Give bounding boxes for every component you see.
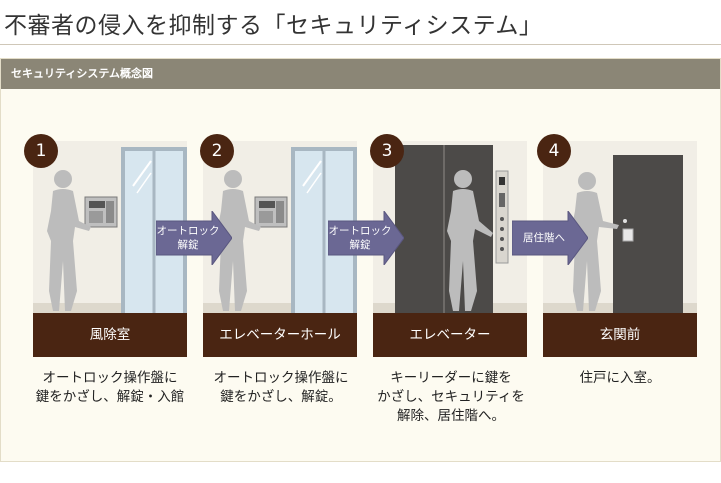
step-3-number-badge: 3	[370, 134, 404, 168]
arrow-1-line-2: 解錠	[177, 239, 199, 251]
step-1-number-badge: 1	[24, 134, 58, 168]
right-arrow-icon	[512, 211, 588, 265]
vestibule-illustration	[33, 141, 187, 313]
step-4-label: 玄関前	[543, 313, 697, 357]
arrow-1-line-1: オートロック	[156, 225, 220, 237]
page-title: 不審者の侵入を抑制する「セキュリティシステム」	[4, 13, 543, 39]
step-4-number-badge: 4	[537, 134, 571, 168]
step-4: 玄関前	[543, 141, 697, 357]
step-2-number-badge: 2	[200, 134, 234, 168]
step-4-scene	[543, 141, 697, 313]
title-divider	[0, 44, 721, 45]
arrow-2-to-3: オートロック 解錠	[328, 211, 404, 265]
step-2-description: オートロック操作盤に 鍵をかざし、解錠。	[213, 370, 349, 405]
step-3-scene	[373, 141, 527, 313]
front-door-illustration	[543, 141, 697, 313]
step-1-scene	[33, 141, 187, 313]
arrow-3-to-4: 居住階へ	[512, 211, 588, 265]
step-1-description: オートロック操作盤に 鍵をかざし、解錠・入館	[35, 370, 185, 405]
step-4-description: 住戸に入室。	[579, 370, 661, 386]
step-3: エレベーター	[373, 141, 527, 357]
arrow-2-line-1: オートロック	[328, 225, 392, 237]
right-arrow-icon	[328, 211, 404, 265]
elevator-illustration	[373, 141, 527, 313]
right-arrow-icon	[156, 211, 232, 265]
step-1-label: 風除室	[33, 313, 187, 357]
step-2-label: エレベーターホール	[203, 313, 357, 357]
panel-header: セキュリティシステム概念図	[1, 59, 720, 89]
arrow-2-line-2: 解錠	[349, 239, 371, 251]
step-1: 風除室	[33, 141, 187, 357]
arrow-1-to-2: オートロック 解錠	[156, 211, 232, 265]
arrow-3-line-1: 居住階へ	[523, 232, 565, 244]
step-3-label: エレベーター	[373, 313, 527, 357]
step-3-description: キーリーダーに鍵を かざし、セキュリティを 解除、居住階へ。	[377, 370, 525, 424]
